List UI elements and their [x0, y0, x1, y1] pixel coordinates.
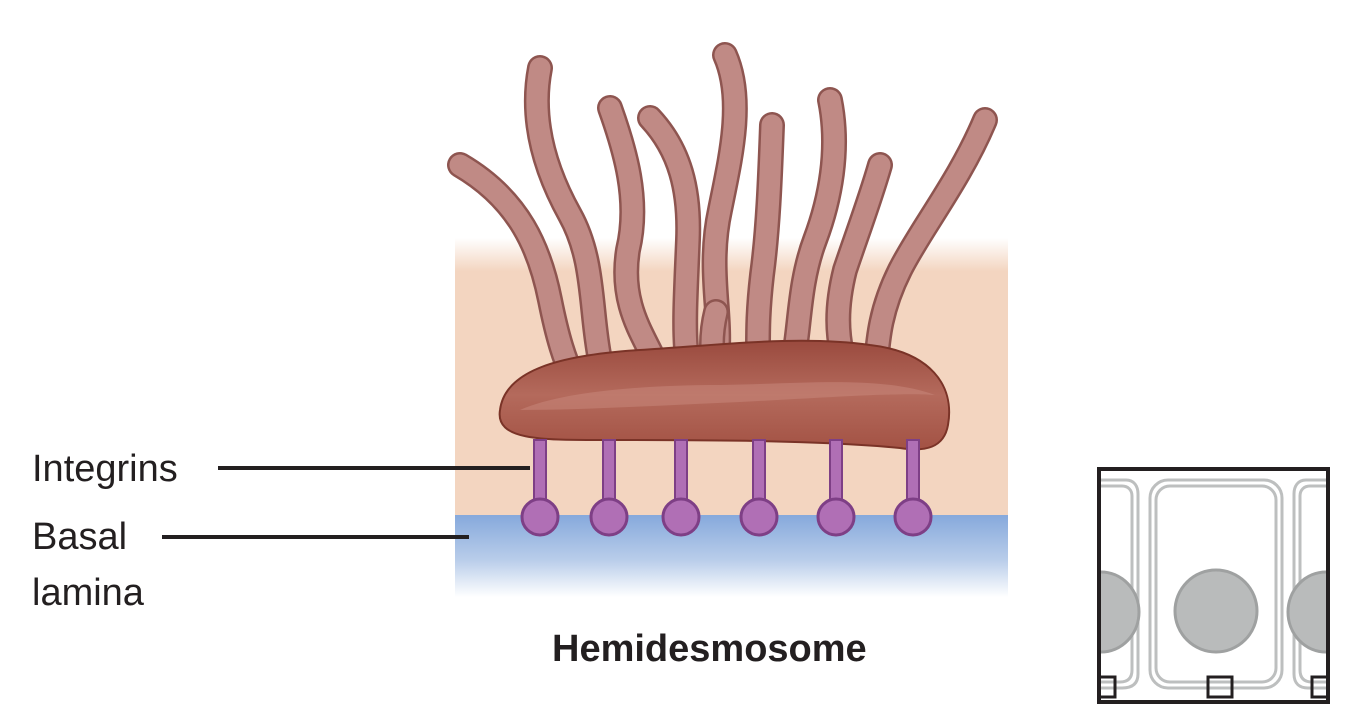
inset-nucleus-right [1286, 570, 1327, 654]
integrin-head [816, 497, 856, 537]
diagram-caption: Hemidesmosome [552, 628, 867, 670]
integrin-head [739, 497, 779, 537]
integrin [661, 439, 701, 537]
integrin-head [661, 497, 701, 537]
inset-nucleus-left [1100, 570, 1141, 654]
keratin-filaments [447, 42, 998, 388]
basal-lamina-label-line1: Basal [32, 516, 128, 558]
integrin [589, 439, 629, 537]
integrins-leader-line [218, 466, 530, 470]
keratin-filament [639, 107, 699, 359]
integrins-label: Integrins [32, 448, 178, 490]
keratin-filament [865, 109, 996, 376]
integrin-group [520, 439, 933, 537]
keratin-filament [599, 97, 663, 366]
inset-cell-diagram [1097, 467, 1330, 704]
keratin-filament [701, 301, 727, 356]
keratin-filament [747, 114, 783, 359]
basal-lamina-leader-line [162, 535, 469, 539]
integrin-head [589, 497, 629, 537]
plaque-highlight [520, 382, 935, 410]
integrin [893, 439, 933, 537]
keratin-filament [526, 57, 611, 371]
integrin [739, 439, 779, 537]
basal-lamina-label-line2: lamina [32, 572, 144, 614]
inset-nucleus-center [1173, 568, 1259, 654]
integrin-head [520, 497, 560, 537]
integrin [816, 439, 856, 537]
integrin-head [893, 497, 933, 537]
integrin [520, 439, 560, 537]
keratin-filament [449, 154, 583, 386]
keratin-filament [784, 89, 845, 361]
keratin-filament [827, 154, 891, 366]
